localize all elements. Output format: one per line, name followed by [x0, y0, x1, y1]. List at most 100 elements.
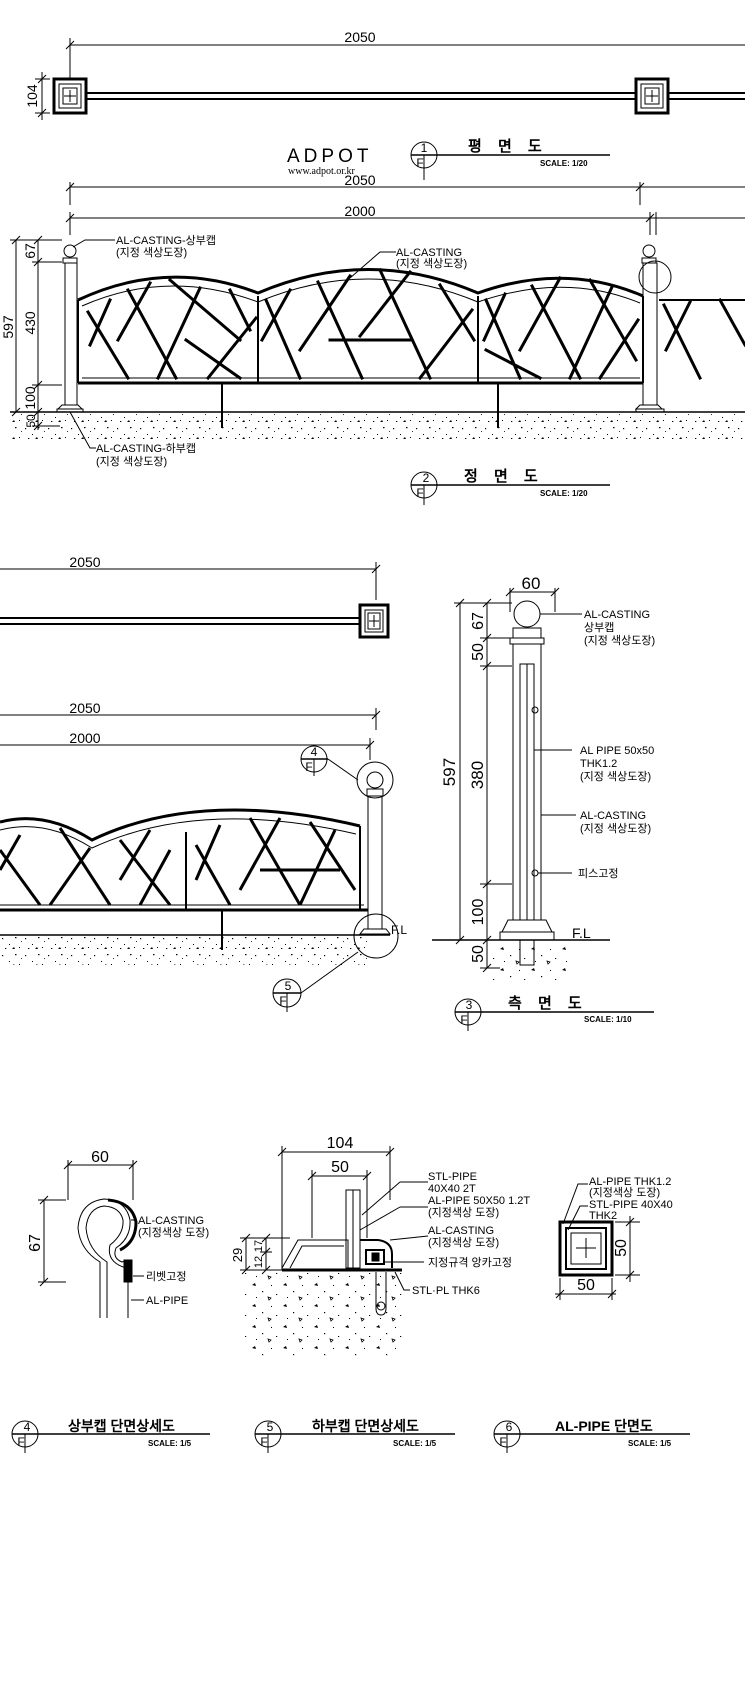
detail6-al-label-2: (지정색상 도장): [589, 1186, 660, 1199]
front-view: 2050 2000 597 67 430 100 50: [0, 172, 745, 468]
detail4-title: 상부캡 단면상세도: [68, 1418, 175, 1434]
front-cap-dim: 67: [22, 243, 38, 259]
front-inner-dim: 2000: [344, 203, 375, 219]
front-title: 정 면 도: [464, 467, 544, 485]
detail5-title: 하부캡 단면상세도: [312, 1418, 419, 1434]
side-cap-label-1: AL-CASTING: [584, 609, 650, 621]
title-block-detail-bottom: 5 F 하부캡 단면상세도 SCALE: 1/5: [254, 1418, 455, 1453]
plan-title: 평 면 도: [468, 137, 548, 155]
front2-inner-dim: 2000: [69, 730, 100, 746]
side-cap-dim: 67: [470, 612, 487, 630]
bubble-plan-no: 1: [421, 141, 428, 155]
bubble-detail4-sheet: F: [17, 1435, 24, 1449]
detail4-scale: SCALE: 1/5: [148, 1439, 192, 1448]
bubble-detail5-sheet: F: [260, 1435, 267, 1449]
detail5-casting-label-2: (지정색상 도장): [428, 1236, 499, 1249]
front-panel-label-2: (지정 색상도장): [396, 257, 467, 270]
bubble-detail4-no: 4: [24, 1420, 31, 1434]
title-block-plan: 1 F 평 면 도 SCALE: 1/20: [410, 137, 610, 180]
detail-al-pipe: 50 50 AL-PIPE THK1.2 (지정색상 도장) STL-PIPE …: [555, 1176, 673, 1300]
front2-overall-dim: 2050: [69, 700, 100, 716]
plan-length-dim: 2050: [344, 29, 375, 45]
side-pipe-label-1: AL PIPE 50x50: [580, 745, 654, 757]
detail4-casting-label-1: AL-CASTING: [138, 1215, 204, 1227]
side-casting-label-1: AL-CASTING: [580, 810, 646, 822]
detail6-width-dim: 50: [577, 1277, 595, 1294]
side-base-dim: 100: [470, 899, 487, 926]
front-view-continuation: 2050 2000 4 F F.L 5: [0, 700, 407, 1012]
plan-view-continuation: 2050: [0, 554, 390, 639]
front-top-cap-label-2: (지정 색상도장): [116, 246, 187, 259]
side-casting-label-2: (지정 색상도장): [580, 822, 651, 835]
side-cap-label-2: 상부캡: [584, 621, 614, 634]
front-top-cap-label-1: AL-CASTING-상부캡: [116, 234, 216, 247]
bubble-front-no: 2: [423, 471, 430, 485]
detail6-al-label-1: AL-PIPE THK1.2: [589, 1176, 671, 1188]
detail6-title: AL-PIPE 단면도: [555, 1418, 653, 1434]
front-overall-dim: 2050: [344, 172, 375, 188]
bubble-front-sheet: F: [416, 486, 423, 500]
front-panel-label-1: AL-CASTING: [396, 247, 462, 259]
plan-scale: SCALE: 1/20: [540, 159, 588, 168]
side-title: 측 면 도: [508, 995, 588, 1012]
detail4-rivet-label: 리벳고정: [146, 1270, 186, 1283]
detail6-stl-label-1: STL-PIPE 40X40: [589, 1199, 673, 1211]
bubble-ref-bottom-sheet: F: [279, 994, 286, 1008]
plan-depth-dim: 104: [24, 84, 40, 108]
bubble-ref-top-sheet: F: [305, 760, 312, 774]
detail5-h2-dim: 17: [253, 1240, 265, 1252]
detail4-casting-label-2: (지정색상 도장): [138, 1226, 209, 1239]
detail5-h1-dim: 29: [230, 1248, 245, 1262]
side-embed-dim: 50: [470, 945, 487, 963]
detail4-height-dim: 67: [27, 1234, 44, 1252]
bubble-side-sheet: F: [460, 1013, 467, 1027]
detail5-outer-dim: 104: [327, 1135, 354, 1152]
front-scale: SCALE: 1/20: [540, 489, 588, 498]
front-bottom-cap-label-1: AL-CASTING-하부캡: [96, 441, 196, 455]
bubble-side-no: 3: [466, 998, 473, 1012]
front-panel-dim: 430: [22, 311, 38, 335]
detail4-width-dim: 60: [91, 1149, 109, 1166]
side-pipe-label-3: (지정 색상도장): [580, 770, 651, 783]
title-block-detail-top: 4 F 상부캡 단면상세도 SCALE: 1/5: [11, 1418, 210, 1453]
detail5-plate-label: STL·PL THK6: [412, 1285, 480, 1297]
logo-url: www.adpot.or.kr: [288, 166, 356, 177]
plan-view: 2050 104: [24, 29, 745, 120]
bubble-plan-sheet: F: [416, 156, 423, 170]
side-collar-dim: 50: [470, 643, 487, 661]
detail5-h3-dim: 12: [253, 1256, 265, 1268]
bubble-ref-bottom: 5: [285, 979, 292, 993]
front-total-height-dim: 597: [0, 315, 16, 339]
side-width-dim: 60: [522, 574, 541, 593]
title-block-side: 3 F 측 면 도 SCALE: 1/10: [454, 995, 654, 1031]
bubble-detail6-no: 6: [506, 1420, 513, 1434]
bubble-ref-top: 4: [311, 745, 318, 759]
detail6-height-dim: 50: [613, 1239, 630, 1257]
detail5-anchor-label: 지정규격 앙카고정: [428, 1256, 512, 1269]
detail-top-cap: 60 67 AL-CASTING (지정색상 도장) 리벳고정 AL-PIPE: [27, 1149, 209, 1318]
detail-bottom-cap: 104 50 29 17 12 STL-PIPE 40X40 2T AL-PIP…: [230, 1135, 530, 1357]
side-pipe-label-2: THK1.2: [580, 758, 617, 770]
logo-text: ADPOT: [287, 146, 372, 167]
title-block-front: 2 F 정 면 도 SCALE: 1/20: [410, 467, 610, 505]
detail5-al-label-2: (지정색상 도장): [428, 1206, 499, 1219]
side-total-dim: 597: [440, 758, 459, 786]
detail6-stl-label-2: THK2: [589, 1210, 617, 1222]
side-screw-label: 피스고정: [578, 867, 618, 880]
front-base-dim: 100: [22, 386, 38, 410]
detail6-scale: SCALE: 1/5: [628, 1439, 672, 1448]
side-cap-label-3: (지정 색상도장): [584, 634, 655, 647]
bubble-detail6-sheet: F: [499, 1435, 506, 1449]
front-bottom-cap-label-2: (지정 색상도장): [96, 455, 167, 468]
adpot-logo: ADPOT www.adpot.or.kr: [287, 146, 372, 177]
detail4-pipe-label: AL-PIPE: [146, 1295, 188, 1307]
detail5-stl-label-2: 40X40 2T: [428, 1183, 476, 1195]
side-panel-dim: 380: [468, 761, 487, 789]
title-block-detail-pipe: 6 F AL-PIPE 단면도 SCALE: 1/5: [493, 1418, 690, 1453]
detail5-al-label-1: AL-PIPE 50X50 1.2T: [428, 1195, 530, 1207]
detail5-scale: SCALE: 1/5: [393, 1439, 437, 1448]
side-fl-label: F.L: [572, 925, 591, 941]
bubble-detail5-no: 5: [267, 1420, 274, 1434]
plan2-length-dim: 2050: [69, 554, 100, 570]
